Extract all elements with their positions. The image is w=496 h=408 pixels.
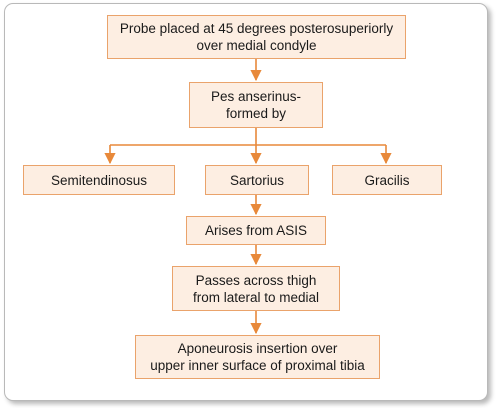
- node-passes-across-thigh: Passes across thigh from lateral to medi…: [172, 266, 340, 311]
- node-sartorius: Sartorius: [205, 165, 309, 195]
- node-pes-anserinus: Pes anserinus- formed by: [189, 82, 323, 128]
- node-probe: Probe placed at 45 degrees posterosuperi…: [107, 15, 406, 59]
- node-gracilis: Gracilis: [332, 165, 442, 195]
- diagram-frame: [4, 3, 488, 401]
- node-arises-from-asis: Arises from ASIS: [186, 216, 326, 245]
- node-semitendinosus: Semitendinosus: [23, 165, 175, 195]
- node-aponeurosis-insertion: Aponeurosis insertion over upper inner s…: [135, 335, 380, 379]
